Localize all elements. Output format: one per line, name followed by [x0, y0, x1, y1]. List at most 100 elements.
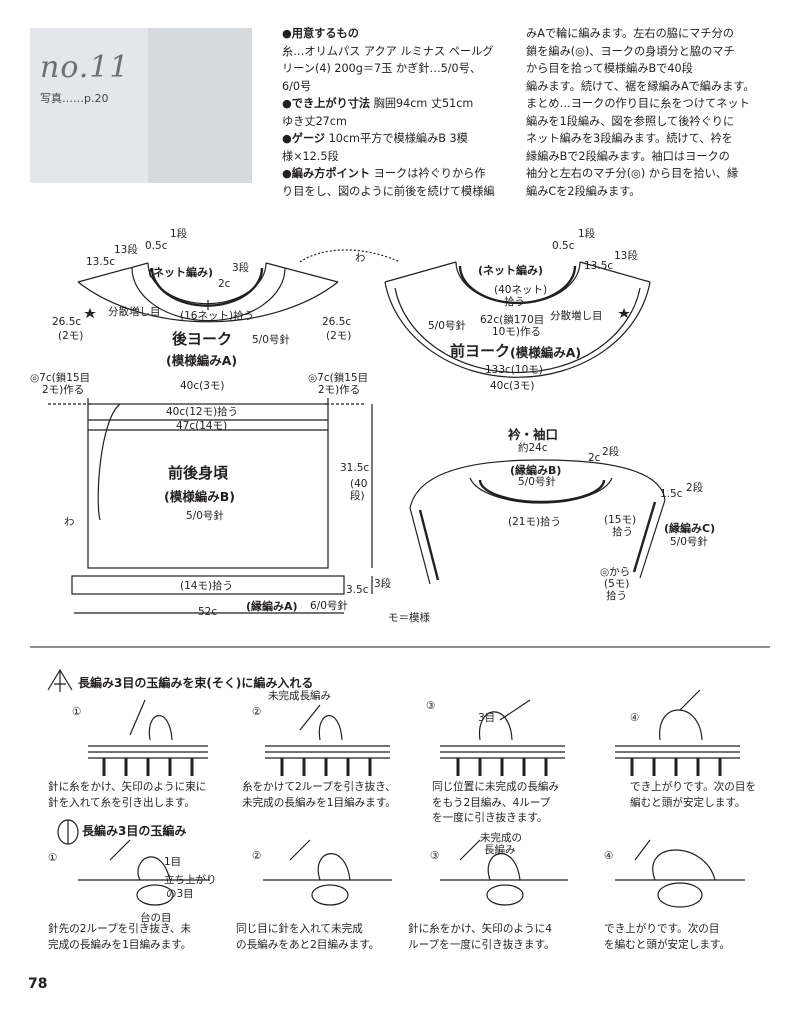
photo-reference: 写真……p.20: [40, 92, 109, 105]
label: 13.5c: [584, 260, 614, 272]
label: 31.5c: [340, 462, 370, 474]
model-photo: [148, 28, 252, 183]
label: 26.5c: [52, 316, 82, 328]
wa-label: わ: [64, 516, 75, 528]
legend: モ＝模様: [388, 612, 430, 624]
label: (2モ): [326, 330, 352, 342]
text-line: 糸…オリムパス アクア ルミナス ペールグ: [282, 44, 494, 58]
step-caption: 糸をかけて2ループを引き抜き、未完成の長編みを1目編みます。: [242, 781, 396, 809]
label: (模様編みA): [510, 345, 582, 360]
cluster-icon-2: [57, 819, 79, 845]
label: 5/0号針: [518, 476, 556, 488]
label: 5/0号針: [428, 320, 466, 332]
text-line: 縁編みBで2段編みます。袖口はヨークの: [526, 149, 730, 163]
section1-title: 長編み3目の玉編みを束(そく)に編み入れる: [78, 676, 314, 690]
step-number: ②: [252, 850, 262, 862]
step-caption: でき上がりです。次の目を編むと頭が安定します。: [630, 781, 757, 809]
label: ◎7c(鎖15目: [30, 372, 91, 384]
step-caption: でき上がりです。次の目を編むと頭が安定します。: [604, 923, 731, 951]
text-line: 編みを1段編み、図を参照して後衿ぐりに: [526, 114, 735, 128]
label: 52c: [198, 606, 218, 618]
label: 未完成長編み: [268, 690, 331, 702]
label: の3目: [166, 888, 194, 900]
label: 40c(12モ)拾う: [166, 406, 239, 418]
label: 62c(鎖170目: [480, 314, 545, 326]
step-number: ④: [630, 712, 640, 724]
label: 40c(3モ): [180, 380, 225, 392]
label: (縁編みB): [510, 464, 562, 477]
label: 13段: [114, 244, 138, 256]
front-yoke-outer: [384, 281, 651, 378]
step-number: ④: [604, 850, 614, 862]
label: 1段: [170, 228, 188, 240]
label: 3.5c: [346, 584, 369, 596]
label: 拾う: [504, 296, 525, 308]
text-line: 編みます。続けて、裾を縁編みAで編みます。: [526, 79, 755, 93]
label: 台の目: [140, 912, 172, 924]
hem-rect: [71, 575, 345, 595]
label: (ネット編み): [478, 264, 544, 277]
label: 拾う: [606, 590, 627, 602]
label: 長編み: [484, 844, 516, 856]
step-number: ③: [426, 700, 436, 712]
instructions-text: みAで輪に編みます。左右の脇にマチ分の 鎖を編み(◎)、ヨークの身頃分と脇のマチ…: [526, 25, 782, 200]
label: (16ネット)拾う: [180, 310, 255, 322]
label: 5/0号針: [670, 536, 708, 548]
label: 2モ)作る: [42, 384, 85, 396]
label: 2c: [218, 278, 231, 290]
label: 2c: [588, 452, 601, 464]
label: 6/0号針: [310, 600, 348, 612]
text-line: り目をし、図のように前後を続けて模様編: [282, 184, 495, 198]
text-line: ●でき上がり寸法 胸囲94cm 丈51cm: [282, 97, 474, 110]
label: 分散増し目: [550, 310, 603, 322]
label: 2モ)作る: [318, 384, 361, 396]
section2-title: 長編み3目の玉編み: [82, 824, 187, 838]
text-line: 袖分と左右のマチ分(◎) から目を拾い、縁: [526, 167, 739, 180]
label: 5/0号針: [186, 510, 224, 522]
step-caption: 同じ目に針を入れて未完成の長編みをあと2目編みます。: [236, 923, 380, 951]
text-line: から目を拾って模様編みBで40段: [526, 62, 693, 75]
materials-text: ●用意するもの 糸…オリムパス アクア ルミナス ペールグ リーン(4) 200…: [282, 25, 522, 200]
label: (5モ): [604, 578, 630, 590]
step-number: ①: [48, 852, 58, 864]
step-caption: 同じ位置に未完成の長編みをもう2目編み、4ループを一度に引き抜きます。: [432, 781, 560, 824]
cluster-icon-1: [47, 668, 73, 692]
text-line: 鎖を編み(◎)、ヨークの身頃分と脇のマチ: [526, 44, 735, 58]
label: 13段: [614, 250, 638, 262]
step-number: ②: [252, 706, 262, 718]
label: 1目: [164, 856, 182, 868]
collar-outer: [409, 459, 666, 509]
label: (21モ)拾う: [508, 516, 562, 528]
label: 2段: [602, 446, 620, 458]
label: 133c(10モ): [485, 364, 543, 376]
label: 3目: [478, 712, 496, 724]
photo-block: no.11 写真……p.20: [30, 28, 252, 183]
page-number: 78: [28, 976, 48, 992]
label: ◎7c(鎖15目: [308, 372, 369, 384]
label: (14モ)拾う: [180, 580, 234, 592]
label: (模様編みB): [164, 489, 235, 504]
step-caption: 針先の2ループを引き抜き、未完成の長編みを1目編みます。: [48, 923, 192, 951]
back-yoke-outer: [77, 281, 339, 323]
label: 約24c: [518, 442, 548, 454]
step-number: ③: [430, 850, 440, 862]
text-line: ●編み方ポイント ヨークは衿ぐりから作: [282, 167, 486, 180]
label: 拾う: [612, 526, 633, 538]
label: ◎から: [600, 566, 631, 578]
label: (縁編みA): [246, 600, 298, 613]
label: 0.5c: [552, 240, 575, 252]
label: 未完成の: [480, 832, 522, 844]
wa-label: わ: [355, 252, 366, 264]
collar-title: 衿・袖口: [508, 427, 559, 442]
label: 3段: [232, 262, 250, 274]
label: 47c(14モ): [176, 420, 228, 432]
stitch-row2: [78, 839, 745, 908]
text-line: 編みCを2段編みます。: [526, 184, 641, 198]
label: (2モ): [58, 330, 84, 342]
text-line: ネット編みを3段編みます。続けて、衿を: [526, 132, 733, 145]
text-line: ●用意するもの: [282, 27, 359, 40]
text-line: みAで輪に編みます。左右の脇にマチ分の: [526, 27, 734, 40]
label: 1段: [578, 228, 596, 240]
